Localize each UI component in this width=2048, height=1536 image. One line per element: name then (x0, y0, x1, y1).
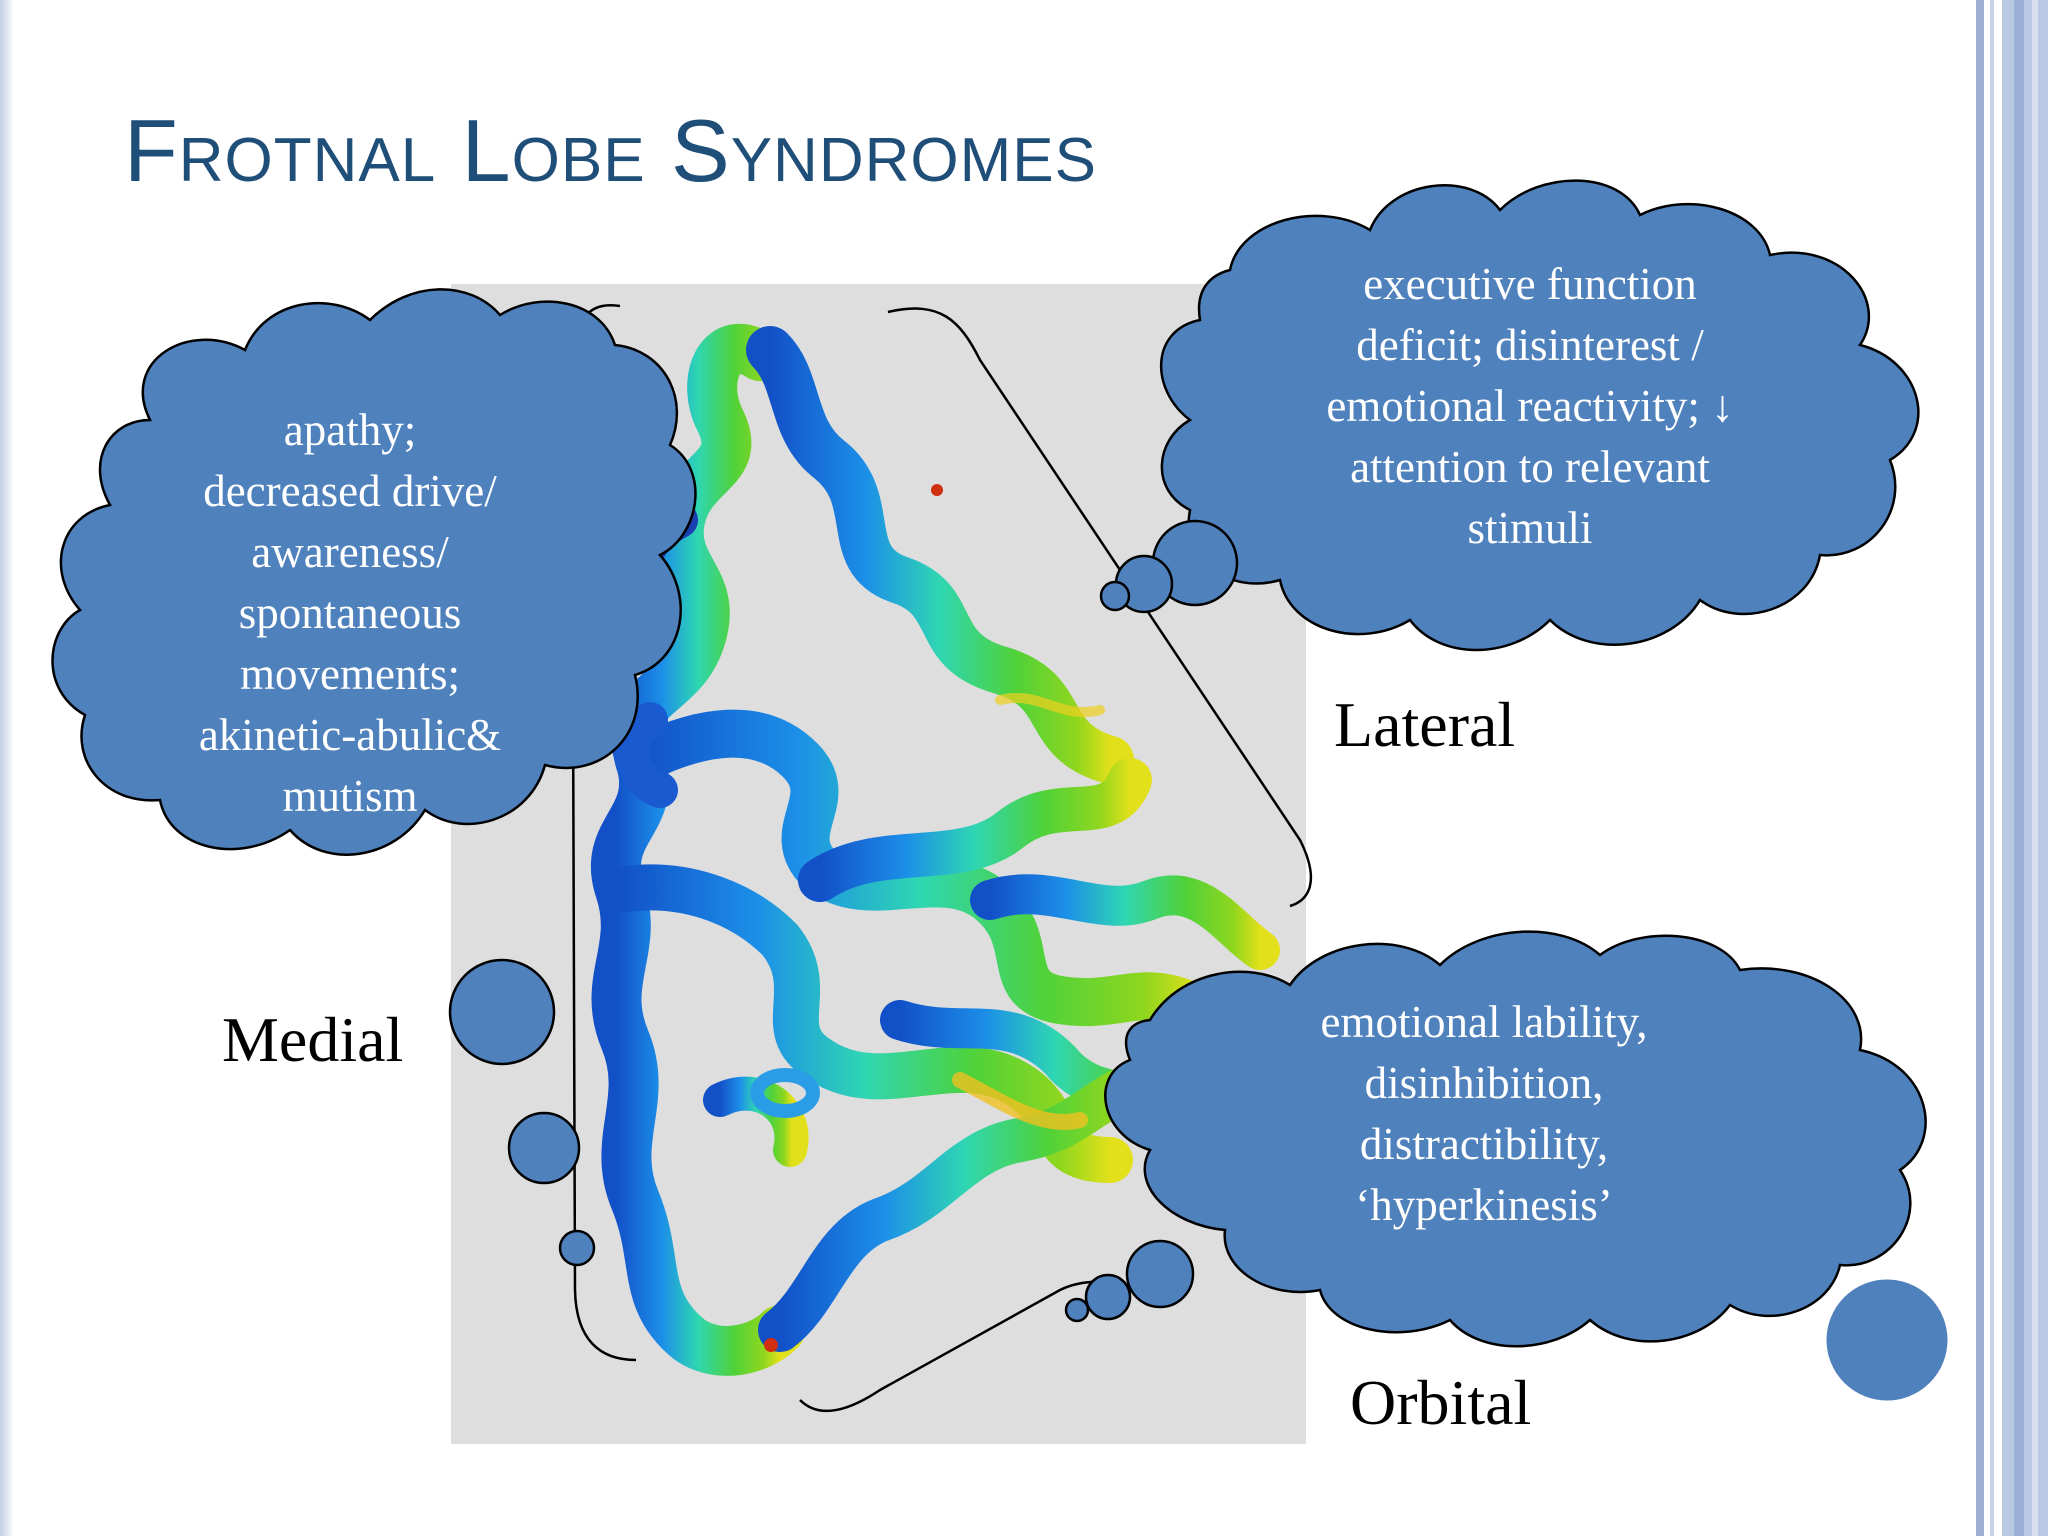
orbital-bubble-medium (1084, 1273, 1132, 1321)
orbital-bubble-large (1125, 1239, 1195, 1309)
lateral-bracket (887, 307, 1313, 908)
lateral-callout-line: deficit; disinterest / (1356, 320, 1704, 370)
medial-callout-text: apathy; decreased drive/ awareness/ spon… (150, 400, 550, 827)
lateral-label: Lateral (1334, 689, 1516, 760)
orbital-callout-line: disinhibition, (1364, 1058, 1604, 1108)
orbital-callout-line: distractibility, (1359, 1119, 1609, 1169)
medial-callout-line: decreased drive/ (203, 466, 497, 516)
orbital-callout-cloud (1104, 930, 1927, 1348)
lateral-callout-cloud (1159, 179, 1920, 652)
slide-title: Frotnal Lobe Syndromes (124, 101, 1097, 200)
orbital-thought-bubbles (1064, 1239, 1195, 1323)
medial-bubble-medium (507, 1111, 581, 1185)
orbital-callout-text: emotional lability, disinhibition, distr… (1254, 992, 1714, 1236)
slide-right-border (1968, 0, 2048, 1536)
medial-callout-line: movements; (240, 649, 460, 699)
medial-callout-line: mutism (282, 771, 418, 821)
medial-thought-bubbles (448, 958, 596, 1267)
lateral-callout-line: emotional reactivity; ↓ (1326, 381, 1734, 431)
lateral-thought-bubbles (1099, 519, 1239, 614)
lateral-callout-line: executive function (1363, 259, 1697, 309)
medial-bubble-small (558, 1229, 596, 1267)
lateral-callout-line: stimuli (1467, 503, 1593, 553)
brain-slice-heatmap-icon (590, 324, 1280, 1376)
lateral-callout-text: executive function deficit; disinterest … (1250, 254, 1810, 559)
medial-callout-line: akinetic-abulic& (198, 710, 502, 760)
medial-label: Medial (222, 1004, 404, 1075)
orbital-callout-line: ‘hyperkinesis’ (1355, 1180, 1613, 1230)
lateral-callout-line: attention to relevant (1350, 442, 1710, 492)
orbital-bubble-small (1064, 1297, 1090, 1323)
medial-bubble-large (448, 958, 556, 1066)
medial-callout-line: apathy; (283, 405, 417, 455)
lateral-bubble-small (1099, 580, 1131, 612)
decorative-circle (1826, 1279, 1948, 1401)
medial-callout-line: spontaneous (238, 588, 462, 638)
medial-callout-line: awareness/ (251, 527, 449, 577)
orbital-label: Orbital (1350, 1367, 1532, 1438)
medial-callout-cloud (51, 288, 697, 856)
slide-left-border (0, 0, 14, 1536)
orbital-callout-line: emotional lability, (1320, 997, 1648, 1047)
